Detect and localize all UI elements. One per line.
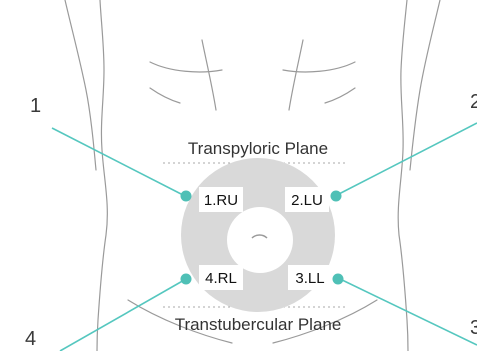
dot-3 xyxy=(333,274,344,285)
transpyloric-plane-label: Transpyloric Plane xyxy=(188,139,328,158)
dot-4 xyxy=(181,274,192,285)
callout-number-4: 4 xyxy=(25,328,36,350)
quadrant-label-lu: 2.LU xyxy=(291,192,323,209)
leader-line-2 xyxy=(335,123,477,196)
callout-number-2: 2 xyxy=(470,91,477,113)
callout-number-3: 3 xyxy=(470,317,477,339)
leader-line-4 xyxy=(60,279,186,351)
leader-line-1 xyxy=(52,128,185,196)
transtubercular-plane-label: Transtubercular Plane xyxy=(175,315,342,334)
callout-number-1: 1 xyxy=(30,95,41,117)
quadrant-label-ll: 3.LL xyxy=(295,270,324,287)
dot-2 xyxy=(331,191,342,202)
quadrant-label-ru: 1.RU xyxy=(204,192,238,209)
dot-1 xyxy=(181,191,192,202)
quadrant-label-rl: 4.RL xyxy=(205,270,237,287)
umbilical-area xyxy=(227,207,293,273)
